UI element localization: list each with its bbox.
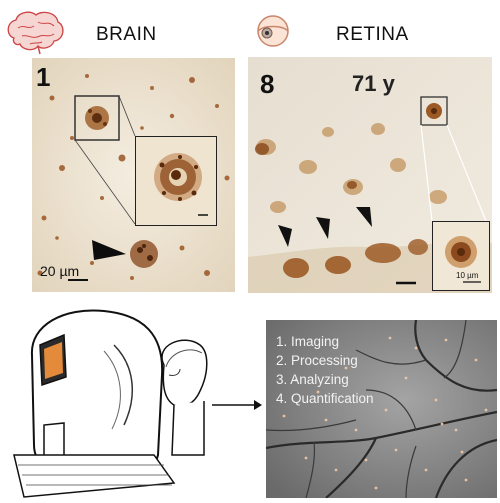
retina-panel-number: 8: [260, 69, 275, 99]
zoom-source-box: [74, 95, 120, 141]
fundus-image: [266, 320, 497, 498]
retina-histology-panel: 8 71 y 10 µm: [248, 57, 492, 293]
retina-age-label: 71 y: [352, 71, 395, 96]
brain-histology-panel: 1 20 µm: [32, 58, 235, 292]
workflow-step-analyzing: 3. Analyzing: [276, 372, 349, 387]
camera-screen: [44, 342, 63, 379]
retina-zoom-source-box: [420, 96, 448, 126]
brain-label: BRAIN: [96, 24, 157, 45]
workflow-step-quantification: 4. Quantification: [276, 391, 374, 406]
brain-panel-number: 1: [36, 62, 51, 92]
eye-icon: [256, 14, 290, 48]
workflow-step-imaging: 1. Imaging: [276, 334, 340, 349]
brain-icon: [4, 8, 66, 56]
retina-arrowheads: [278, 207, 372, 247]
retina-label: RETINA: [336, 24, 409, 45]
workflow-step-processing: 2. Processing: [276, 353, 358, 368]
retinal-camera-illustration: [4, 305, 210, 500]
arrowhead-marker: [92, 240, 126, 260]
retina-zoom-inset: [432, 221, 490, 291]
workflow-arrow: [210, 398, 262, 412]
retina-inset-scale-label: 10 µm: [456, 271, 479, 280]
brain-scale-bar-label: 20 µm: [40, 263, 80, 279]
brain-zoom-inset: [135, 136, 217, 226]
fundus-image-panel: 1. Imaging 2. Processing 3. Analyzing 4.…: [266, 320, 497, 498]
